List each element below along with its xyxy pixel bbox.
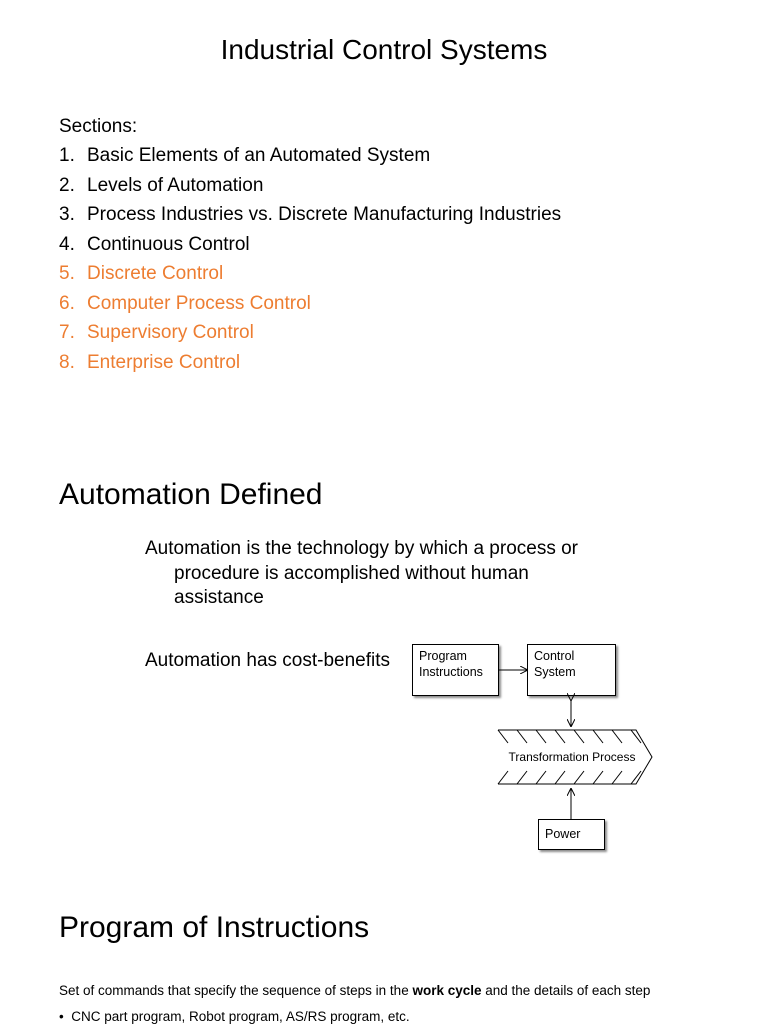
program-bullet-text: CNC part program, Robot program, AS/RS p… bbox=[71, 1009, 410, 1024]
section-item: 2. Levels of Automation bbox=[59, 175, 561, 205]
program-line-1: Program bbox=[419, 649, 467, 663]
section-label: Continuous Control bbox=[87, 233, 250, 255]
section-number: 4. bbox=[59, 233, 75, 255]
transformation-process-shape bbox=[497, 729, 653, 785]
automation-heading: Automation Defined bbox=[59, 478, 323, 511]
section-number: 3. bbox=[59, 204, 75, 225]
control-system-box: Control System bbox=[527, 644, 616, 696]
program-description: Set of commands that specify the sequenc… bbox=[59, 983, 650, 998]
section-label: Basic Elements of an Automated System bbox=[87, 145, 431, 166]
section-item: 1. Basic Elements of an Automated System bbox=[59, 145, 561, 175]
transformation-process-label: Transformation Process bbox=[509, 750, 636, 764]
section-label: Levels of Automation bbox=[87, 174, 264, 196]
program-instructions-box: Program Instructions bbox=[412, 644, 499, 696]
section-item: 5. Discrete Control bbox=[59, 263, 561, 293]
control-line-2: System bbox=[534, 665, 576, 679]
cost-benefits-text: Automation has cost-benefits bbox=[145, 650, 391, 671]
section-label: Computer Process Control bbox=[87, 292, 311, 314]
section-item: 4. Continuous Control bbox=[59, 234, 561, 264]
section-number: 6. bbox=[59, 292, 75, 314]
section-number: 1. bbox=[59, 145, 75, 166]
section-number: 2. bbox=[59, 174, 75, 196]
section-item: 7. Supervisory Control bbox=[59, 322, 561, 352]
sections-list: 1. Basic Elements of an Automated System 2… bbox=[59, 145, 561, 381]
section-label: Enterprise Control bbox=[87, 351, 241, 373]
section-item: 6. Computer Process Control bbox=[59, 293, 561, 323]
definition-line-3: assistance bbox=[174, 587, 264, 608]
section-item: 3. Process Industries vs. Discrete Manufa… bbox=[59, 204, 561, 234]
power-label: Power bbox=[545, 827, 581, 841]
program-desc-part-1: Set of commands that specify the sequenc… bbox=[59, 983, 413, 998]
section-item: 8. Enterprise Control bbox=[59, 352, 561, 382]
section-label: Discrete Control bbox=[87, 263, 224, 284]
definition-line-2: procedure is accomplished without human bbox=[174, 562, 529, 584]
definition-line-1: Automation is the technology by which a … bbox=[145, 538, 579, 559]
section-number: 5. bbox=[59, 263, 75, 284]
sections-label: Sections: bbox=[59, 116, 138, 137]
bullet-dot: • bbox=[59, 1009, 72, 1024]
control-line-1: Control bbox=[534, 649, 575, 663]
program-heading: Program of Instructions bbox=[59, 911, 370, 944]
automation-definition: Automation is the technology by which a … bbox=[145, 537, 625, 611]
section-number: 7. bbox=[59, 322, 75, 343]
program-line-2: Instructions bbox=[419, 665, 483, 679]
section-number: 8. bbox=[59, 351, 75, 373]
program-desc-part-2: and the details of each step bbox=[481, 983, 651, 998]
page-title: Industrial Control Systems bbox=[220, 34, 548, 65]
program-bullet: • CNC part program, Robot program, AS/RS… bbox=[59, 1009, 410, 1024]
power-box: Power bbox=[538, 819, 605, 850]
work-cycle-term: work cycle bbox=[412, 983, 482, 998]
section-label: Supervisory Control bbox=[87, 322, 254, 343]
section-label: Process Industries vs. Discrete Manufact… bbox=[87, 204, 562, 225]
